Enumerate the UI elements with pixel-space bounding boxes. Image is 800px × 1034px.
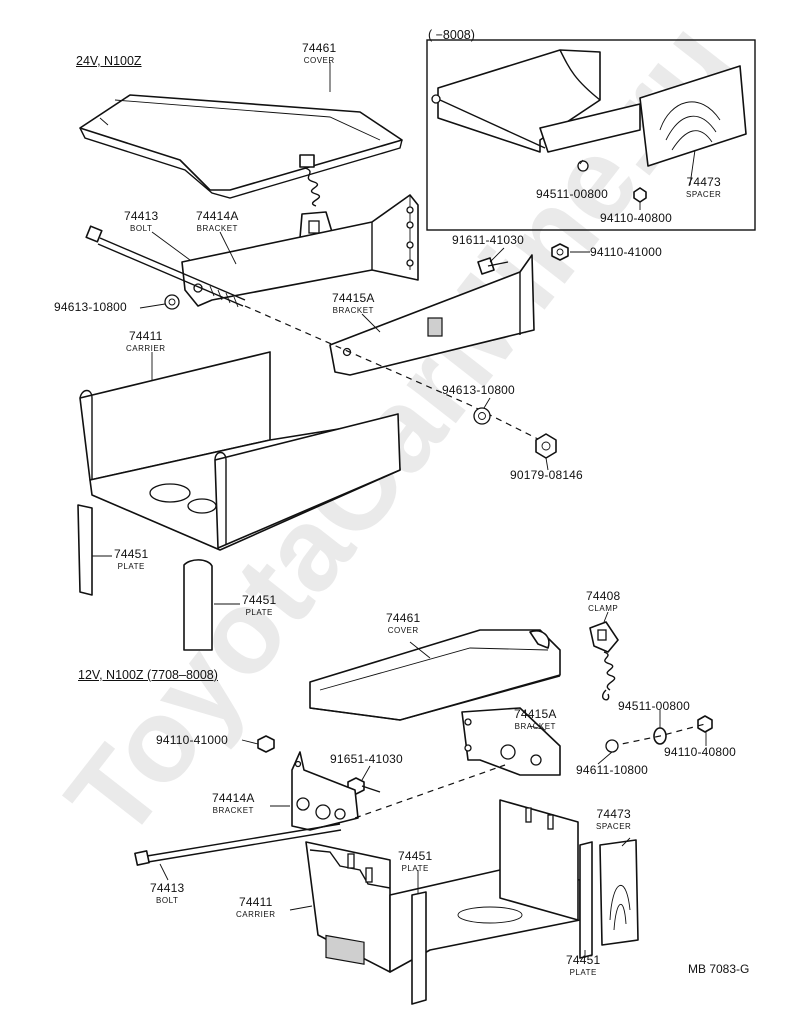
bracket-74415a-top-part — [329, 254, 535, 376]
plate-74451-c-part — [411, 891, 427, 1005]
bolt-74413-top-part — [85, 225, 246, 308]
label-94110-41000-top: 94110-41000 — [590, 245, 663, 259]
clamp-74408-part — [589, 621, 619, 701]
plate-74451-b-part — [183, 559, 213, 651]
nut-94110-41000-top-part — [551, 243, 569, 261]
cover-top-part — [79, 94, 403, 199]
washer-94613-top-part — [164, 294, 180, 310]
header-24v: 24V, N100Z — [76, 54, 142, 68]
plate-74451-d-part — [579, 841, 593, 959]
nut-94110-40800-inset-part — [633, 187, 647, 203]
inset-header: ( −8008) — [428, 28, 475, 42]
spacer-74473-bottom-part — [599, 839, 639, 946]
label-94110-40800-bot: 94110-40800 — [664, 745, 737, 759]
bracket-74414a-bottom-part — [291, 751, 359, 831]
nut-90179-part — [535, 433, 557, 459]
washer-94511-inset-part — [577, 160, 589, 172]
bolt-axis-top — [244, 305, 541, 441]
bolt-91611-part — [477, 257, 509, 275]
label-94511-inset: 94511-00800 — [536, 187, 609, 201]
header-12v: 12V, N100Z (7708–8008) — [78, 668, 218, 682]
label-94613-a: 94613-10800 — [54, 300, 127, 314]
carrier-74411-top-part — [79, 351, 401, 551]
cover-bottom-part — [309, 629, 561, 721]
label-94110-40800-inset: 94110-40800 — [600, 211, 673, 225]
diagram-code: MB 7083-G — [688, 962, 750, 976]
label-90179: 90179-08146 — [510, 468, 583, 482]
inset-frame — [426, 39, 756, 231]
washer-94611-part — [605, 739, 619, 753]
label-94613-b: 94613-10800 — [442, 383, 515, 397]
washer-94613-b-part — [473, 407, 491, 425]
label-91651: 91651-41030 — [330, 752, 403, 766]
label-91611: 91611-41030 — [452, 233, 525, 247]
inset-bracket-part — [431, 49, 641, 153]
label-94110-41000-bot: 94110-41000 — [156, 733, 229, 747]
label-94611: 94611-10800 — [576, 763, 649, 777]
spacer-74473-inset-part — [639, 65, 747, 167]
leader-lines — [92, 62, 707, 958]
nut-94110-41000-bot-part — [257, 735, 275, 753]
plate-74451-a-part — [77, 504, 93, 596]
bolt-74413-bottom-part — [134, 823, 342, 866]
carrier-74411-bottom-part — [305, 799, 581, 973]
label-94511-bot: 94511-00800 — [618, 699, 691, 713]
bracket-74415a-bottom-part — [461, 707, 561, 776]
nut-94110-40800-bot-part — [697, 715, 713, 733]
bolt-axis-bottom — [354, 764, 506, 819]
